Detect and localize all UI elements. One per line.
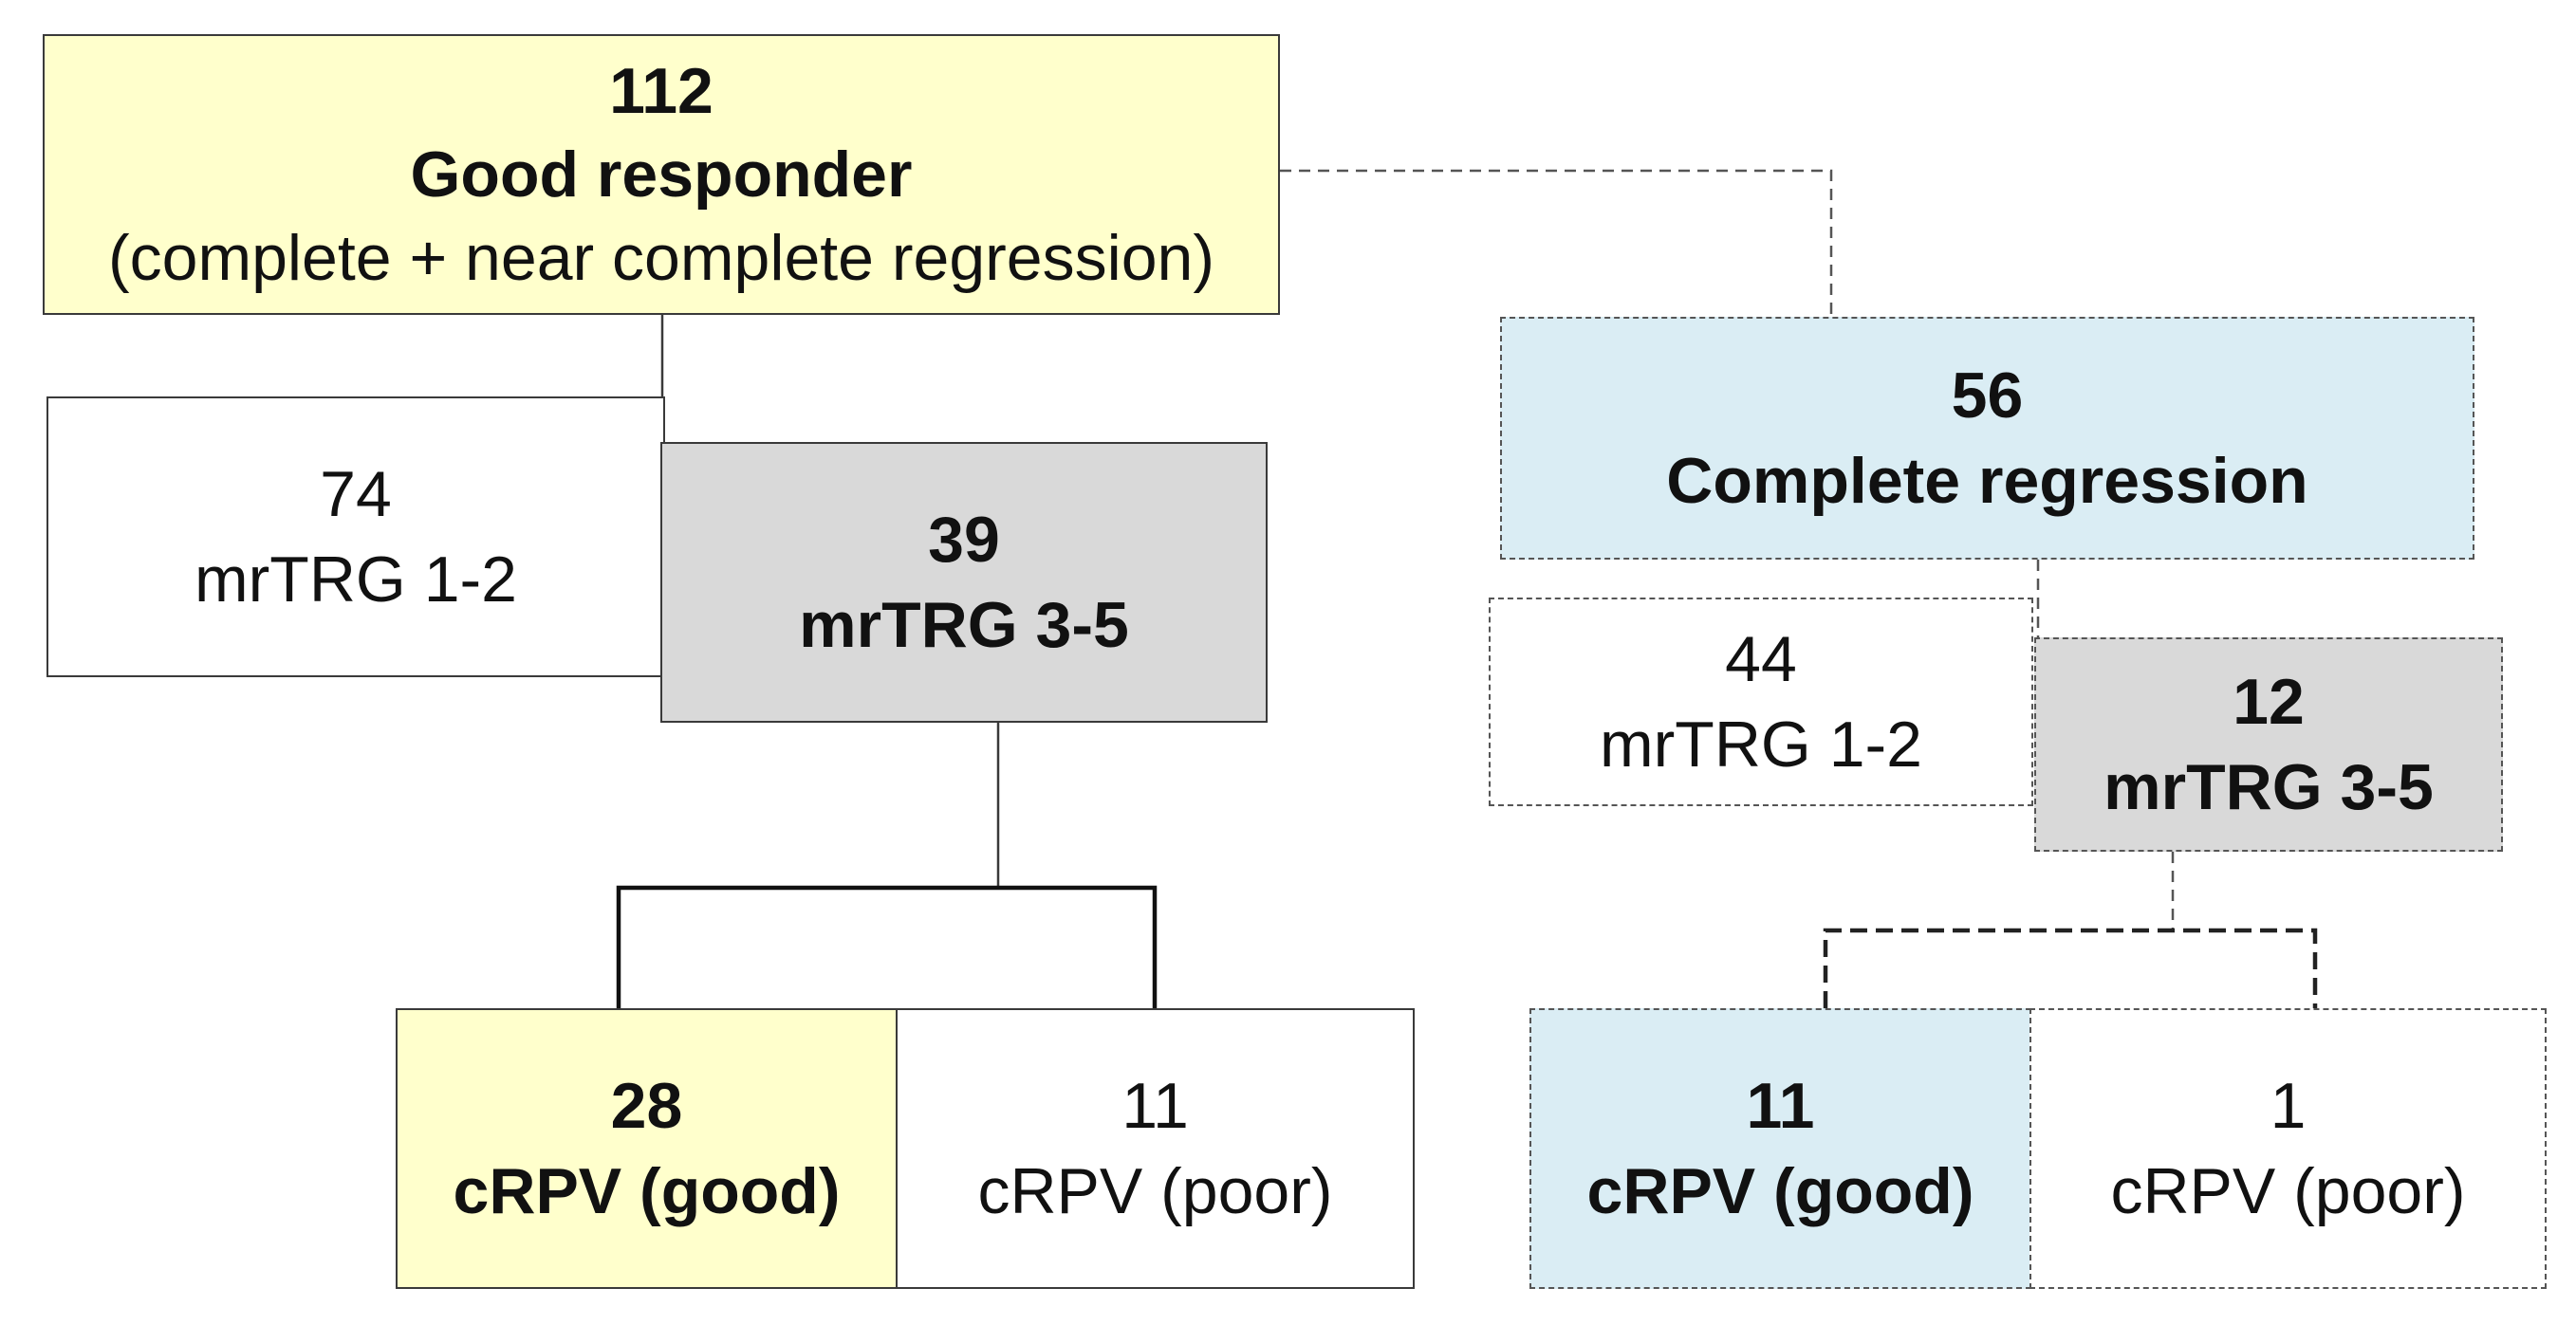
- right-crpv-poor-count: 1: [2270, 1070, 2307, 1142]
- mrtrg-high-box: 39 mrTRG 3-5: [660, 442, 1268, 723]
- right-mrtrg-high-count: 12: [2233, 666, 2305, 738]
- complete-regression-label: Complete regression: [1666, 445, 2308, 517]
- complete-regression-box: 56 Complete regression: [1500, 317, 2474, 560]
- right-crpv-good-count: 11: [1746, 1070, 1815, 1142]
- crpv-good-box: 28 cRPV (good): [396, 1008, 898, 1289]
- right-crpv-poor-box: 1 cRPV (poor): [2029, 1008, 2547, 1289]
- right-mrtrg-high-box: 12 mrTRG 3-5: [2034, 637, 2503, 852]
- complete-regression-count: 56: [1951, 359, 2024, 432]
- right-mrtrg-low-count: 44: [1725, 623, 1797, 695]
- right-mrtrg-low-label: mrTRG 1-2: [1600, 709, 1922, 781]
- connector-crpv-bracket: [616, 885, 1158, 1008]
- mrtrg-low-count: 74: [320, 458, 392, 530]
- right-crpv-good-box: 11 cRPV (good): [1529, 1008, 2031, 1289]
- mrtrg-low-label: mrTRG 1-2: [195, 543, 517, 616]
- crpv-poor-label: cRPV (poor): [977, 1155, 1333, 1227]
- good-responder-label: Good responder: [410, 138, 913, 211]
- good-responder-count: 112: [609, 55, 713, 127]
- good-responder-sublabel: (complete + near complete regression): [108, 222, 1214, 294]
- right-crpv-poor-label: cRPV (poor): [2110, 1155, 2466, 1227]
- right-crpv-good-label: cRPV (good): [1586, 1155, 1974, 1227]
- mrtrg-high-count: 39: [928, 504, 1000, 576]
- good-responder-box: 112 Good responder (complete + near comp…: [43, 34, 1280, 315]
- mrtrg-low-box: 74 mrTRG 1-2: [46, 396, 665, 677]
- mrtrg-high-label: mrTRG 3-5: [799, 589, 1129, 661]
- connector-good-to-complete: [1280, 169, 1833, 317]
- crpv-good-count: 28: [610, 1070, 683, 1142]
- crpv-poor-box: 11 cRPV (poor): [896, 1008, 1415, 1289]
- crpv-poor-count: 11: [1121, 1070, 1189, 1142]
- right-mrtrg-low-box: 44 mrTRG 1-2: [1489, 598, 2033, 806]
- connector-right-crpv-bracket: [1823, 928, 2318, 1008]
- right-mrtrg-high-label: mrTRG 3-5: [2103, 751, 2434, 823]
- crpv-good-label: cRPV (good): [453, 1155, 841, 1227]
